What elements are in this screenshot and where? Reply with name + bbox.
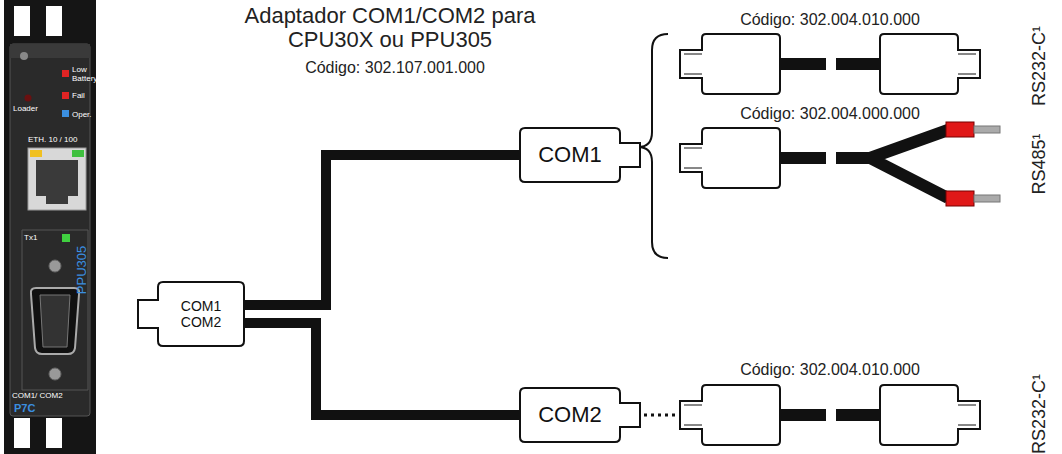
cable [244, 323, 520, 415]
diagram-title: Adaptador COM1/COM2 para CPU30X ou PPU30… [205, 4, 575, 52]
connector-name: COM2 [538, 402, 602, 427]
device-name: PPU305 [75, 246, 89, 294]
part-code: Código: 302.004.010.000 [740, 361, 920, 379]
rs232-cable [630, 385, 980, 445]
port-label: ETH. 10 / 100 [28, 136, 77, 145]
connector-box: COM1 [520, 128, 640, 182]
led-label: Tx1 [24, 234, 37, 243]
port-label: COM1/ COM2 [12, 392, 63, 401]
rs232-cable [680, 34, 980, 94]
connector-box: COM2 [520, 388, 640, 442]
led-label: Low Battery [72, 66, 96, 84]
connector-name: COM1 [538, 142, 602, 167]
bracket [638, 34, 668, 258]
interface-name: RS232-C¹ [1030, 26, 1050, 106]
part-code: Código: 302.004.000.000 [740, 105, 920, 123]
db9-outline [138, 282, 244, 346]
led-label: Fail [72, 92, 85, 101]
led-label: Loader [13, 105, 38, 114]
ppu305-device [4, 0, 96, 454]
db9-outline [520, 128, 640, 182]
connector-box: COM1 COM2 [138, 282, 244, 346]
part-code: Código: 302.107.001.000 [305, 59, 485, 77]
part-code: Código: 302.004.010.000 [740, 11, 920, 29]
interface-name: RS485¹ [1030, 133, 1050, 194]
rs485-cable [680, 122, 1000, 206]
brand-logo: P7C [14, 402, 35, 414]
led-label: Oper. [72, 111, 92, 120]
cable [244, 155, 520, 305]
interface-name: RS232-C¹ [1030, 374, 1050, 454]
db9-outline [520, 388, 640, 442]
connector-name: COM1 COM2 [176, 298, 226, 330]
